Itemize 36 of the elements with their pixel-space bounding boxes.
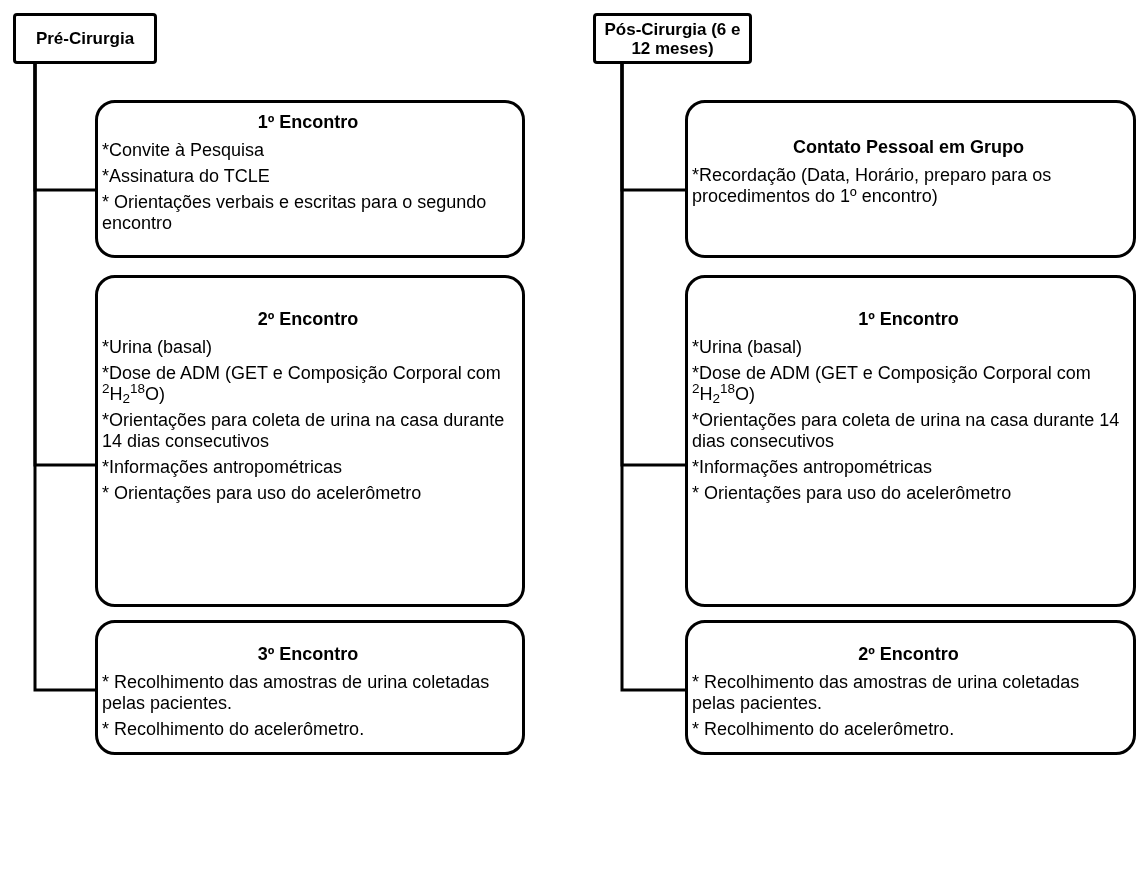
step-item: *Recordação (Data, Horário, preparo para os procedimentos do 1º encontro)	[692, 165, 1053, 207]
step-item: * Orientações para uso do acelerômetro	[692, 483, 1013, 504]
step-box	[685, 620, 1136, 755]
step-item: *Dose de ADM (GET e Composição Corporal com $^{2}$H$_{2}$$^{18}$O)	[102, 363, 502, 405]
step-heading: Contato Pessoal em Grupo	[791, 136, 1025, 158]
step-heading: 1º Encontro	[857, 308, 960, 330]
step-heading: 1º Encontro	[256, 111, 360, 133]
step-item: *Dose de ADM (GET e Composição Corporal com $^{2}$H$_{2}$$^{18}$O)	[692, 363, 1092, 405]
step-heading: 2º Encontro	[857, 643, 960, 665]
header-box	[13, 13, 157, 64]
header-text: Pré-Cirurgia	[35, 29, 135, 48]
header-text: Pós-Cirurgia (6 e 12 meses)	[604, 19, 741, 58]
step-item: *Informações antropométricas	[692, 457, 934, 478]
step-item: *Informações antropométricas	[102, 457, 344, 478]
step-heading: 3º Encontro	[256, 643, 360, 665]
step-box	[95, 620, 525, 755]
step-box	[685, 100, 1136, 258]
step-item: * Orientações para uso do acelerômetro	[102, 483, 423, 504]
step-item: *Orientações para coleta de urina na casa durante 14 dias consecutivos	[692, 410, 1121, 452]
step-item: *Urina (basal)	[692, 337, 804, 358]
step-item: *Convite à Pesquisa	[102, 140, 266, 161]
header-box	[593, 13, 752, 64]
step-item: * Orientações verbais e escritas para o segundo encontro	[102, 192, 488, 234]
step-item: * Recolhimento das amostras de urina coletadas pelas pacientes.	[692, 672, 1081, 714]
step-item: *Assinatura do TCLE	[102, 166, 271, 187]
step-item: *Orientações para coleta de urina na casa durante 14 dias consecutivos	[102, 410, 506, 452]
connector-line	[33, 64, 95, 692]
step-box	[95, 275, 525, 607]
step-heading: 2º Encontro	[256, 308, 360, 330]
step-item: * Recolhimento das amostras de urina coletadas pelas pacientes.	[102, 672, 491, 714]
step-box	[685, 275, 1136, 607]
connector-line	[620, 64, 685, 692]
step-item: * Recolhimento do acelerômetro.	[692, 719, 956, 740]
step-item: * Recolhimento do acelerômetro.	[102, 719, 366, 740]
step-box	[95, 100, 525, 258]
step-item: *Urina (basal)	[102, 337, 214, 358]
